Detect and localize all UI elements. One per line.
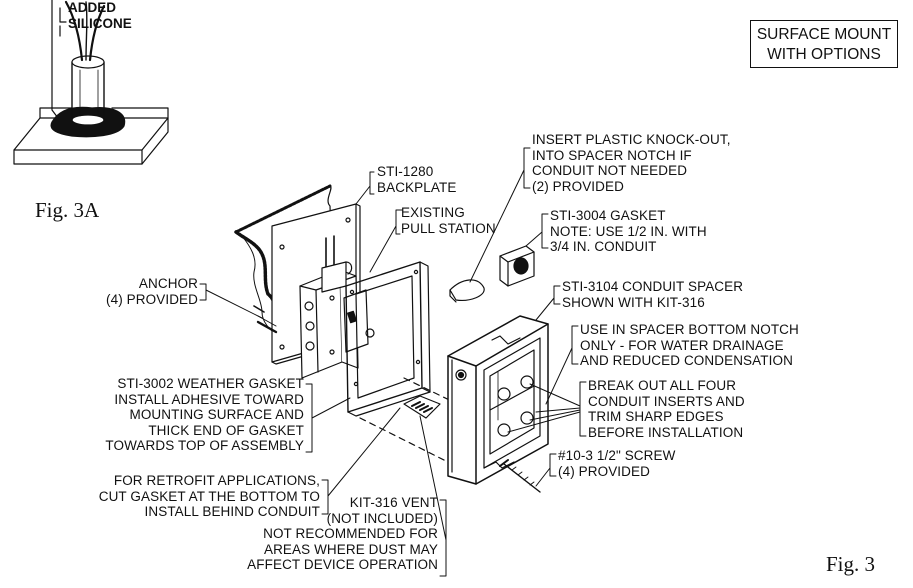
screw-label-line-2: (4) PROVIDED: [558, 463, 650, 479]
pull-station-label-line-2: PULL STATION: [401, 220, 496, 236]
vent-label-line-1: KIT-316 VENT: [349, 495, 438, 510]
vent-drawing: [403, 395, 441, 419]
screw-drawing: [499, 459, 541, 493]
break-out-label-line-4: BEFORE INSTALLATION: [588, 424, 744, 440]
knockout-drawing: [449, 279, 485, 303]
retrofit-label-line-3: INSTALL BEHIND CONDUIT: [144, 504, 320, 519]
bottom-notch-label-line-1: USE IN SPACER BOTTOM NOTCH: [580, 322, 799, 337]
pull-station-label: EXISTING PULL STATION: [401, 205, 496, 236]
weather-gasket-label-line-2: INSTALL ADHESIVE TOWARD: [114, 391, 304, 407]
backplate-label-line-2: BACKPLATE: [377, 179, 457, 195]
retrofit-label-line-1: FOR RETROFIT APPLICATIONS,: [113, 473, 320, 488]
knockout-label-line-3: CONDUIT NOT NEEDED: [532, 163, 688, 178]
gasket-3004-label-line-2: NOTE: USE 1/2 in. WITH: [550, 223, 707, 239]
weather-gasket-drawing: [345, 261, 431, 417]
anchor-label-line-1: ANCHOR: [138, 276, 198, 291]
break-out-label-line-3: TRIM SHARP EDGES: [588, 409, 724, 424]
vent-label-line-4: AREAS WHERE DUST MAY: [263, 541, 438, 557]
retrofit-label-line-2: CUT GASKET AT THE BOTTOM TO: [98, 488, 320, 504]
backplate-label-line-1: STI-1280: [377, 164, 434, 179]
knockout-label: INSERT PLASTIC KNOCK-OUT, INTO SPACER NO…: [532, 132, 731, 194]
retrofit-label: FOR RETROFIT APPLICATIONS, CUT GASKET AT…: [96, 473, 320, 520]
anchor-label: ANCHOR (4) PROVIDED: [104, 276, 198, 307]
title-box: SURFACE MOUNT WITH OPTIONS: [750, 20, 898, 68]
break-out-label: BREAK OUT ALL FOUR CONDUIT INSERTS AND T…: [588, 378, 745, 440]
gasket-3004-label: STI-3004 GASKET NOTE: USE 1/2 in. WITH 3…: [550, 208, 707, 255]
vent-label-line-2: (NOT INCLUDED): [326, 510, 438, 526]
added-silicone-callout: ADDED SILICONE: [68, 0, 132, 31]
knockout-label-line-4: (2) PROVIDED: [532, 178, 624, 194]
screw-label-line-1: #10-3 1/2" SCREW: [558, 448, 676, 463]
knockout-label-line-2: INTO SPACER NOTCH IF: [532, 147, 692, 163]
weather-gasket-label-line-1: STI-3002 WEATHER GASKET: [117, 376, 304, 391]
added-silicone-line-2: SILICONE: [68, 15, 132, 31]
weather-gasket-label-line-5: TOWARDS TOP OF ASSEMBLY: [105, 438, 304, 453]
title-line-2: WITH OPTIONS: [767, 46, 881, 63]
title-line-1: SURFACE MOUNT: [756, 26, 892, 43]
weather-gasket-label-line-3: MOUNTING SURFACE AND: [129, 407, 304, 422]
backplate-label: STI-1280 BACKPLATE: [377, 164, 456, 195]
vent-label-line-3: NOT RECOMMENDED FOR: [263, 526, 438, 541]
vent-label: KIT-316 VENT (NOT INCLUDED) NOT RECOMMEN…: [238, 495, 438, 573]
spacer-label-line-2: SHOWN WITH KIT-316: [562, 294, 705, 310]
weather-gasket-label-line-4: THICK END OF GASKET: [148, 422, 304, 438]
pull-station-drawing: [299, 235, 375, 379]
vent-label-line-5: AFFECT DEVICE OPERATION: [247, 557, 438, 572]
gasket-3004-label-line-3: 3/4 in. CONDUIT: [550, 239, 657, 254]
bottom-notch-label: USE IN SPACER BOTTOM NOTCH ONLY - FOR WA…: [580, 322, 799, 369]
conduit-spacer-drawing: [447, 315, 549, 485]
spacer-label-line-1: STI-3104 CONDUIT SPACER: [562, 279, 744, 294]
added-silicone-line-1: ADDED: [68, 0, 117, 15]
leader-lines: [199, 147, 587, 577]
fig-3a-caption: Fig. 3A: [35, 198, 100, 222]
weather-gasket-label: STI-3002 WEATHER GASKET INSTALL ADHESIVE…: [104, 376, 304, 454]
sti-3004-gasket-drawing: [499, 245, 535, 287]
bottom-notch-label-line-2: ONLY - FOR WATER DRAINAGE: [580, 337, 784, 353]
screw-label: #10-3 1/2" SCREW (4) PROVIDED: [558, 448, 675, 479]
fig3a-inset-drawing: [13, 0, 169, 165]
anchor-label-line-2: (4) PROVIDED: [106, 291, 198, 307]
alignment-dashed-line: [359, 417, 477, 477]
gasket-3004-label-line-1: STI-3004 GASKET: [550, 208, 666, 223]
knockout-label-line-1: INSERT PLASTIC KNOCK-OUT,: [532, 132, 731, 147]
fig-3-caption: Fig. 3: [826, 552, 876, 576]
break-out-label-line-2: CONDUIT INSERTS AND: [588, 393, 745, 409]
break-out-label-line-1: BREAK OUT ALL FOUR: [588, 378, 737, 393]
pull-station-label-line-1: EXISTING: [401, 205, 465, 220]
spacer-label: STI-3104 CONDUIT SPACER SHOWN WITH KIT-3…: [562, 279, 743, 310]
bottom-notch-label-line-3: AND REDUCED CONDENSATION: [580, 353, 793, 368]
